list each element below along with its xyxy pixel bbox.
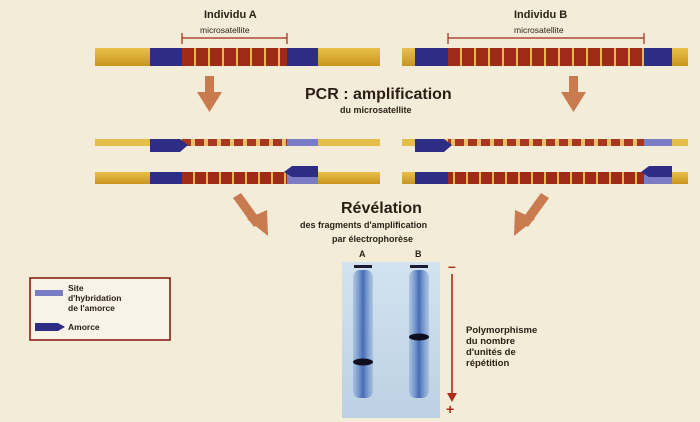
revelation-subtitle-2: par électrophorèse [332,234,414,244]
gel-band-a [353,358,373,366]
bracket-b [447,33,645,44]
polymorphism-line-3: d'unités de [466,347,516,358]
polymorphism-line-1: Polymorphisme [466,325,538,336]
legend-site-swatch [35,290,63,296]
strand-a-pcr-bottom [95,166,380,184]
revelation-subtitle-1: des fragments d'amplification [300,220,428,230]
arrow-b-to-gel [514,193,549,236]
polymorphism-line-2: du nombre [466,336,516,347]
gel-lane-a-label: A [359,249,366,259]
gel [342,262,440,418]
strand-a-pcr-top [95,139,380,152]
gel-lane-b-label: B [415,249,422,259]
strand-b-genomic [402,48,688,66]
strand-a-genomic [95,48,380,66]
arrow-a-to-gel [233,193,268,236]
gel-band-b [409,333,429,341]
legend [29,277,171,341]
legend-site-line-3: de l'amorce [68,303,115,313]
bracket-a [181,33,288,44]
polarity-arrow [447,274,457,402]
gel-lane-a [353,270,373,398]
label-microsatellite-b: microsatellite [514,25,564,35]
label-microsatellite-a: microsatellite [200,25,250,35]
legend-site-line-1: Site [68,283,84,293]
arrow-b-to-pcr [561,76,586,112]
pcr-title: PCR : amplification [305,86,452,103]
polarity-plus: + [446,401,455,417]
legend-primer-label: Amorce [68,322,100,332]
label-individual-b: Individu B [514,9,568,21]
strand-b-pcr-top [402,139,688,152]
legend-site-line-2: d'hybridation [68,293,122,303]
pcr-subtitle: du microsatellite [340,105,412,115]
label-individual-a: Individu A [204,9,257,21]
polarity-minus: – [448,258,456,274]
revelation-title: Révélation [341,200,422,217]
arrow-a-to-pcr [197,76,222,112]
polymorphism-line-4: répétition [466,358,510,369]
strand-b-pcr-bottom [402,166,688,184]
legend-primer-swatch [35,323,65,331]
